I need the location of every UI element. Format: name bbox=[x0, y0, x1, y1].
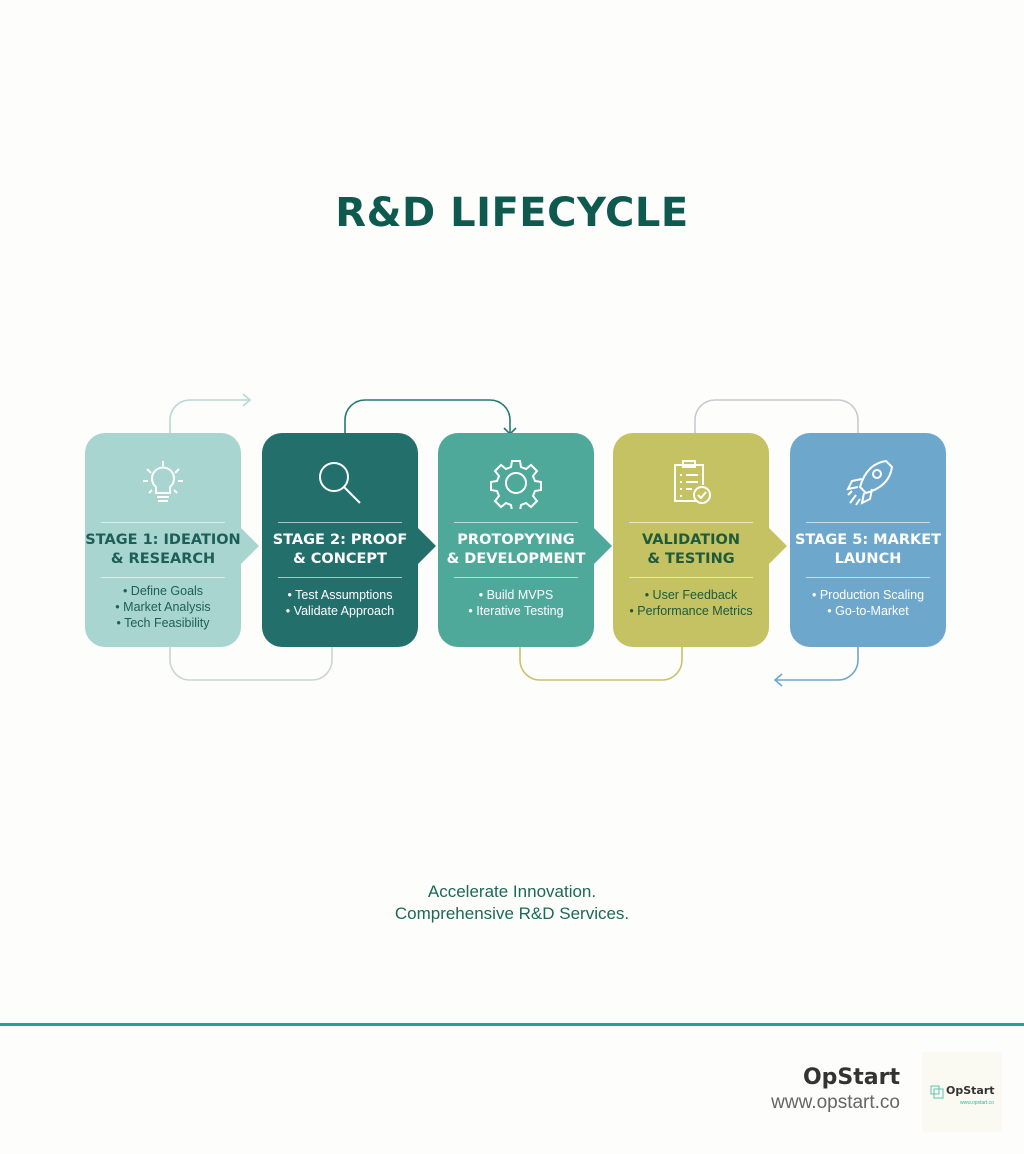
stage-title-line-1: VALIDATION bbox=[642, 532, 740, 548]
footer-divider bbox=[0, 1023, 1024, 1026]
stage-title: PROTOPYYING & DEVELOPMENT bbox=[438, 531, 594, 569]
stage-title-line-1: STAGE 1: IDEATION bbox=[85, 532, 241, 548]
bullet-item: Test Assumptions bbox=[262, 587, 418, 603]
stage-title-line-2: & TESTING bbox=[647, 551, 735, 567]
bullet-item: User Feedback bbox=[613, 587, 769, 603]
bullet-item: Build MVPS bbox=[438, 587, 594, 603]
chevron-right-icon bbox=[594, 528, 612, 564]
stage-title: STAGE 5: MARKET LAUNCH bbox=[790, 531, 946, 569]
stage-title: STAGE 1: IDEATION & RESEARCH bbox=[85, 531, 241, 569]
bullet-item: Market Analysis bbox=[85, 599, 241, 615]
divider bbox=[101, 522, 225, 523]
connector-arc-4-top bbox=[694, 399, 859, 433]
rocket-icon bbox=[790, 457, 946, 509]
connector-arc-5-bottom bbox=[775, 647, 859, 681]
brand-logo: OpStart www.opstart.co bbox=[922, 1052, 1002, 1132]
divider bbox=[278, 522, 402, 523]
stage-title: STAGE 2: PROOF & CONCEPT bbox=[262, 531, 418, 569]
chevron-right-icon bbox=[769, 528, 787, 564]
magnifier-icon bbox=[262, 457, 418, 509]
divider bbox=[629, 577, 753, 578]
stage-title-line-2: & CONCEPT bbox=[293, 551, 387, 567]
stage-title-line-2: & DEVELOPMENT bbox=[446, 551, 586, 567]
stage-bullets: User FeedbackPerformance Metrics bbox=[613, 587, 769, 619]
divider bbox=[454, 522, 578, 523]
connector-arc-2-top bbox=[344, 399, 511, 433]
stage-title-line-1: STAGE 2: PROOF bbox=[272, 532, 408, 548]
arrow-head bbox=[242, 393, 252, 407]
stage-bullets: Build MVPSIterative Testing bbox=[438, 587, 594, 619]
bullet-item: Define Goals bbox=[85, 583, 241, 599]
connector-arc-1-top bbox=[169, 399, 250, 433]
stage-card-4: VALIDATION & TESTING User FeedbackPerforma… bbox=[613, 433, 787, 647]
bullet-item: Validate Approach bbox=[262, 603, 418, 619]
gear-icon bbox=[438, 457, 594, 509]
stage-card-2: STAGE 2: PROOF & CONCEPT Test AssumptionsV… bbox=[262, 433, 436, 647]
divider bbox=[278, 577, 402, 578]
bullet-item: Iterative Testing bbox=[438, 603, 594, 619]
bullet-item: Performance Metrics bbox=[613, 603, 769, 619]
chevron-right-icon bbox=[241, 528, 259, 564]
connector-arc-3-bottom bbox=[519, 647, 683, 681]
tagline-line-1: Accelerate Innovation. bbox=[427, 882, 597, 901]
stage-card-3: PROTOPYYING & DEVELOPMENT Build MVPSIterat… bbox=[438, 433, 612, 647]
stage-card-5: STAGE 5: MARKET LAUNCH Production ScalingG… bbox=[790, 433, 946, 647]
stage-title: VALIDATION & TESTING bbox=[613, 531, 769, 569]
divider bbox=[629, 522, 753, 523]
brand-url[interactable]: www.opstart.co bbox=[771, 1092, 900, 1113]
arrow-head bbox=[773, 673, 783, 687]
stage-card-1: STAGE 1: IDEATION & RESEARCH Define GoalsM… bbox=[85, 433, 259, 647]
bullet-item: Production Scaling bbox=[790, 587, 946, 603]
stage-title-line-2: LAUNCH bbox=[834, 551, 902, 567]
clipboard-check-icon bbox=[613, 457, 769, 509]
logo-text: OpStart bbox=[946, 1084, 995, 1097]
tagline-line-2: Comprehensive R&D Services. bbox=[394, 904, 630, 923]
logo-squares-icon bbox=[930, 1085, 944, 1099]
bullet-item: Tech Feasibility bbox=[85, 615, 241, 631]
footer-brand: OpStart www.opstart.co bbox=[771, 1065, 900, 1114]
stage-title-line-2: & RESEARCH bbox=[110, 551, 216, 567]
divider bbox=[806, 522, 930, 523]
stage-title-line-1: STAGE 5: MARKET bbox=[794, 532, 942, 548]
page-title: R&D LIFECYCLE bbox=[335, 190, 689, 236]
brand-name: OpStart bbox=[802, 1065, 900, 1090]
bullet-item: Go-to-Market bbox=[790, 603, 946, 619]
divider bbox=[806, 577, 930, 578]
chevron-right-icon bbox=[418, 528, 436, 564]
stage-bullets: Define GoalsMarket AnalysisTech Feasibil… bbox=[85, 583, 241, 631]
stage-bullets: Production ScalingGo-to-Market bbox=[790, 587, 946, 619]
logo-url: www.opstart.co bbox=[960, 1100, 994, 1106]
stage-title-line-1: PROTOPYYING bbox=[457, 532, 575, 548]
divider bbox=[454, 577, 578, 578]
stage-bullets: Test AssumptionsValidate Approach bbox=[262, 587, 418, 619]
lightbulb-icon bbox=[85, 457, 241, 509]
connector-arc-1-bottom bbox=[169, 647, 333, 681]
divider bbox=[101, 577, 225, 578]
